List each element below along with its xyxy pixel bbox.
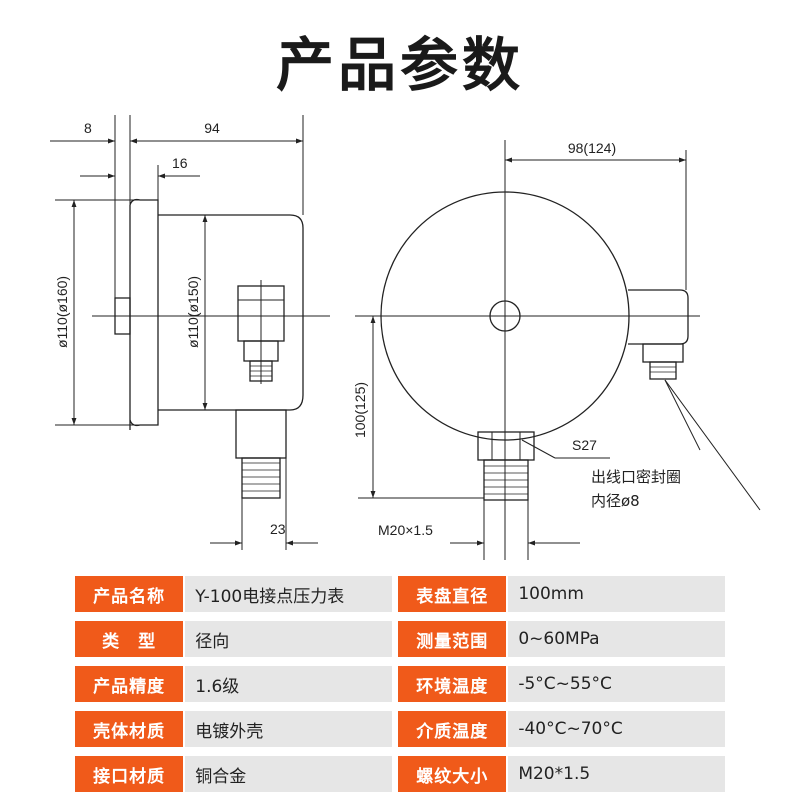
- dim-16-label: 16: [172, 155, 188, 171]
- s27-label: S27: [572, 437, 597, 453]
- spec-row: 类 型 径向 测量范围 0~60MPa: [75, 621, 725, 657]
- front-junction-box: [628, 289, 689, 345]
- spec-value: -5°C~55°C: [508, 666, 725, 702]
- front-junction-nut: [642, 343, 684, 363]
- spec-label: 产品名称: [75, 576, 184, 612]
- spec-value: 1.6级: [185, 666, 393, 702]
- spec-value: M20*1.5: [508, 756, 725, 792]
- spec-row: 产品精度 1.6级 环境温度 -5°C~55°C: [75, 666, 725, 702]
- spec-value: 0~60MPa: [508, 621, 725, 657]
- spec-label: 壳体材质: [75, 711, 184, 747]
- dim-8-label: 8: [84, 120, 92, 136]
- dimension-drawing: 8 94 16 ø110(ø160) ø110(ø150) 23: [50, 115, 761, 560]
- dim-inner-diameter-label: ø110(ø150): [185, 276, 201, 348]
- spec-label: 螺纹大小: [398, 756, 507, 792]
- side-stem-hex: [235, 409, 287, 459]
- spec-table: 产品名称 Y-100电接点压力表 表盘直径 100mm 类 型 径向 测量范围 …: [75, 576, 725, 792]
- seal-note-line2: 内径ø8: [591, 492, 640, 510]
- spec-value: 电镀外壳: [185, 711, 393, 747]
- seal-note-line1: 出线口密封圈: [591, 468, 681, 486]
- side-case: [158, 214, 304, 411]
- spec-label: 接口材质: [75, 756, 184, 792]
- front-cable-gland: [649, 361, 677, 380]
- spec-label: 介质温度: [398, 711, 507, 747]
- spec-label: 测量范围: [398, 621, 507, 657]
- spec-value: -40°C~70°C: [508, 711, 725, 747]
- dim-outer-diameter-label: ø110(ø160): [54, 276, 70, 348]
- side-view: [92, 198, 330, 499]
- spec-row: 产品名称 Y-100电接点压力表 表盘直径 100mm: [75, 576, 725, 612]
- side-bezel: [129, 198, 159, 427]
- page-title: 产品参数: [275, 31, 524, 99]
- dim-100-label: 100(125): [352, 382, 368, 438]
- spec-row: 接口材质 铜合金 螺纹大小 M20*1.5: [75, 756, 725, 792]
- spec-label: 表盘直径: [398, 576, 507, 612]
- dim-23-label: 23: [270, 521, 286, 537]
- front-stem-hex: [477, 431, 535, 461]
- side-front-knob: [114, 297, 131, 335]
- thread-label: M20×1.5: [378, 522, 433, 538]
- spec-label: 类 型: [75, 621, 184, 657]
- spec-value: 铜合金: [185, 756, 393, 792]
- spec-label: 产品精度: [75, 666, 184, 702]
- front-view: [355, 140, 700, 560]
- dim-94-label: 94: [204, 120, 220, 136]
- dim-98-label: 98(124): [568, 140, 616, 156]
- spec-value: 径向: [185, 621, 393, 657]
- side-stem-thread: [241, 457, 281, 499]
- spec-value: 100mm: [508, 576, 725, 612]
- spec-label: 环境温度: [398, 666, 507, 702]
- spec-row: 壳体材质 电镀外壳 介质温度 -40°C~70°C: [75, 711, 725, 747]
- spec-value: Y-100电接点压力表: [185, 576, 393, 612]
